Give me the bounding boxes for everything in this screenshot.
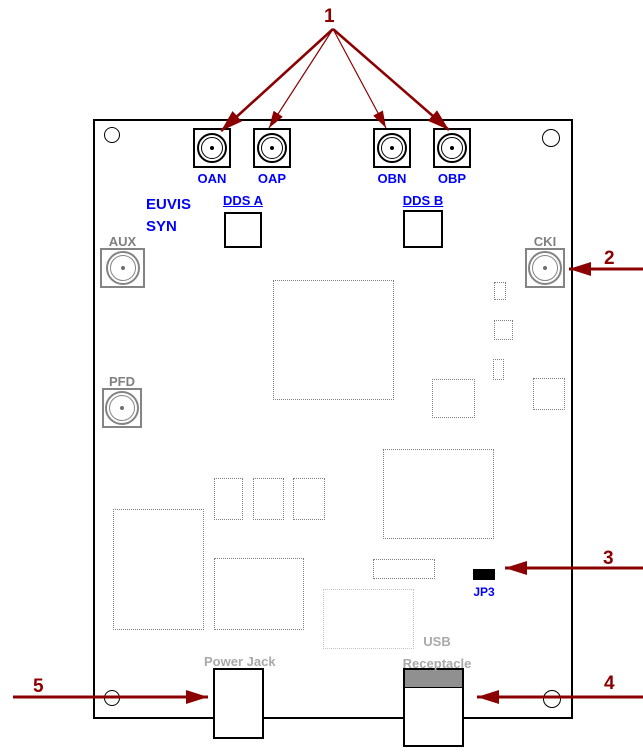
board-title-line1: EUVIS	[146, 196, 192, 213]
label-oap: OAP	[257, 171, 287, 186]
sma-ring	[197, 133, 227, 163]
sma-connector-obn	[373, 128, 411, 168]
ic-outline-bottom-center	[214, 558, 304, 630]
callout-4-label: 4	[604, 673, 615, 694]
usb-receptacle	[403, 668, 464, 747]
label-aux: AUX	[108, 234, 137, 249]
arrow-1-to-obp	[332, 28, 450, 131]
jp3-jumper	[473, 569, 495, 580]
arrow-1-to-obn	[332, 28, 387, 129]
ic-outline-center-small-3	[293, 478, 325, 520]
usb-metal-shield	[405, 670, 462, 688]
label-obp: OBP	[437, 171, 467, 186]
board-title: EUVIS SYN	[146, 194, 191, 238]
label-cki: CKI	[533, 234, 557, 249]
callout-3-label: 3	[603, 548, 614, 569]
label-usb-receptacle: USB Receptacle	[400, 631, 474, 675]
label-obn: OBN	[377, 171, 407, 186]
ic-outline-horizontal	[373, 559, 435, 579]
dds-b-chip	[403, 210, 443, 248]
callout-1-label: 1	[324, 6, 335, 27]
label-pfd: PFD	[109, 374, 135, 389]
ic-outline-bottom-right	[383, 449, 494, 539]
label-usb-line1: USB	[423, 634, 451, 649]
ic-outline-right-small-2	[494, 320, 513, 340]
sma-ring	[105, 251, 140, 285]
ic-outline-center-small-1	[214, 478, 243, 520]
ic-outline-center-small-2	[253, 478, 284, 520]
callout-2-label: 2	[604, 248, 615, 269]
mounting-hole-top-left	[104, 127, 120, 143]
callout-5-label: 5	[33, 676, 44, 697]
sma-ring	[437, 133, 467, 163]
label-oan: OAN	[197, 171, 227, 186]
mounting-hole-top-right	[542, 129, 560, 147]
label-jp3: JP3	[473, 585, 495, 599]
sma-connector-obp	[433, 128, 471, 168]
sma-connector-oap	[253, 128, 291, 168]
arrow-1-to-oap	[268, 28, 334, 129]
usb-footprint-outline	[323, 589, 414, 649]
sma-ring	[105, 391, 139, 425]
ic-outline-bottom-left	[113, 509, 204, 630]
sma-connector-aux	[100, 248, 145, 288]
sma-ring	[377, 133, 407, 163]
ic-outline-mid-right-1	[432, 379, 475, 418]
sma-connector-pfd	[102, 388, 142, 428]
ic-outline-main	[273, 280, 394, 400]
ic-outline-right-small-3	[493, 359, 504, 380]
label-dds-a: DDS A	[223, 193, 263, 208]
board-title-line2: SYN	[146, 218, 177, 235]
mounting-hole-bottom-right	[543, 690, 561, 708]
sma-connector-oan	[193, 128, 231, 168]
dds-a-chip	[224, 212, 262, 248]
ic-outline-mid-right-2	[533, 378, 565, 410]
arrow-1-to-oan	[220, 28, 334, 132]
sma-connector-cki	[525, 248, 565, 288]
ic-outline-right-small-1	[494, 282, 506, 300]
mounting-hole-bottom-left	[104, 690, 120, 706]
sma-ring	[257, 133, 287, 163]
label-dds-b: DDS B	[402, 193, 444, 208]
label-power-jack: Power Jack	[204, 654, 276, 669]
power-jack	[213, 668, 264, 739]
label-usb-line2: Receptacle	[402, 656, 472, 671]
sma-ring	[528, 251, 562, 285]
